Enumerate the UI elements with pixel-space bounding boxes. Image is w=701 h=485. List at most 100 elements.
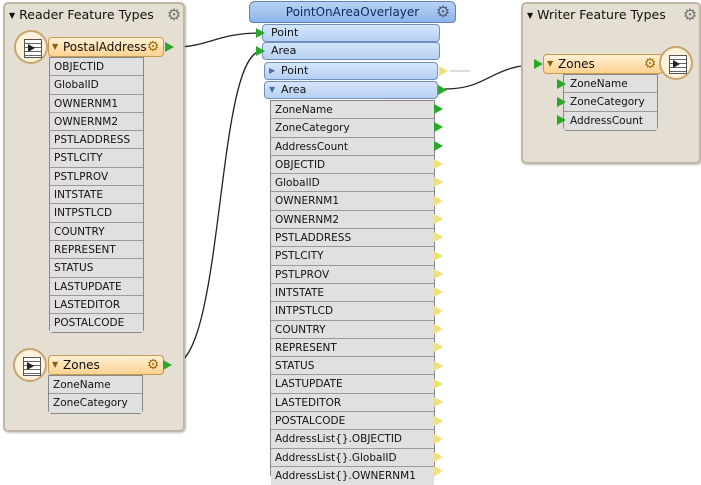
xf-port-postalcode[interactable] — [434, 416, 443, 426]
xf-port-zonename[interactable] — [434, 104, 443, 114]
xf-port-addresslist-ownernm1[interactable] — [434, 466, 443, 476]
zones-reader-output-port[interactable] — [163, 360, 172, 370]
input-port-point[interactable]: Point — [262, 24, 440, 42]
xf-port-country[interactable] — [434, 324, 443, 334]
attribute-represent[interactable]: REPRESENT — [50, 240, 143, 260]
xf-attr-addresslist-globalid[interactable]: AddressList{}.GlobalID — [271, 448, 434, 467]
zones-reader-table-icon[interactable] — [13, 348, 47, 382]
xf-attr-status[interactable]: STATUS — [271, 357, 434, 376]
input-point-connector[interactable] — [256, 28, 265, 38]
xf-attr-lasteditor[interactable]: LASTEDITOR — [271, 393, 434, 413]
writer-bookmark-title: Writer Feature Types — [527, 6, 666, 24]
xf-attr-zonename[interactable]: ZoneName — [271, 101, 434, 120]
expand-area-icon[interactable]: ▼ — [269, 85, 276, 94]
zones-writer-attribute-list: ZoneName ZoneCategory AddressCount — [563, 74, 658, 131]
xf-port-addresscount[interactable] — [434, 141, 443, 151]
attribute-intpstlcd[interactable]: INTPSTLCD — [50, 204, 143, 223]
transformer-gear-icon[interactable]: ⚙ — [435, 2, 451, 21]
xf-port-lastupdate[interactable] — [434, 379, 443, 389]
xf-attr-objectid[interactable]: OBJECTID — [271, 155, 434, 175]
xf-port-pstlcity[interactable] — [434, 251, 443, 261]
xf-attr-ownernm2[interactable]: OWNERNM2 — [271, 210, 434, 230]
xf-attr-addresslist-objectid[interactable]: AddressList{}.OBJECTID — [271, 430, 434, 449]
attribute-pstlprov[interactable]: PSTLPROV — [50, 167, 143, 187]
output-port-area[interactable]: ▼ Area — [264, 81, 438, 99]
attribute-lastupdate[interactable]: LASTUPDATE — [50, 277, 143, 296]
xf-port-addresslist-objectid[interactable] — [434, 434, 443, 444]
xf-attr-intpstlcd[interactable]: INTPSTLCD — [271, 302, 434, 321]
xf-port-represent[interactable] — [434, 342, 443, 352]
writer-zones-input-port[interactable] — [534, 59, 543, 69]
input-area-connector[interactable] — [256, 46, 265, 56]
xf-attr-lastupdate[interactable]: LASTUPDATE — [271, 375, 434, 394]
attribute-postalcode[interactable]: POSTALCODE — [50, 314, 143, 333]
writer-attribute-addresscount[interactable]: AddressCount — [564, 111, 657, 130]
attribute-lasteditor[interactable]: LASTEDITOR — [50, 295, 143, 315]
xf-port-objectid[interactable] — [434, 159, 443, 169]
attribute-zonename[interactable]: ZoneName — [49, 376, 142, 395]
zones-writer-header[interactable]: Zones ⚙ — [543, 54, 663, 74]
xf-attr-pstladdress[interactable]: PSTLADDRESS — [271, 229, 434, 248]
xf-attr-zonecategory[interactable]: ZoneCategory — [271, 119, 434, 138]
attribute-pstladdress[interactable]: PSTLADDRESS — [50, 131, 143, 150]
xf-port-globalid[interactable] — [434, 177, 443, 187]
zones-reader-header[interactable]: Zones ⚙ — [48, 355, 164, 375]
writer-attribute-zonecategory[interactable]: ZoneCategory — [564, 93, 657, 112]
xf-port-intstate[interactable] — [434, 287, 443, 297]
connection-zones-to-area — [171, 50, 263, 366]
input-port-point-label: Point — [271, 26, 299, 39]
writer-port-zonecategory[interactable] — [557, 97, 566, 107]
xf-attr-postalcode[interactable]: POSTALCODE — [271, 412, 434, 431]
output-port-point[interactable]: ▶ Point — [264, 62, 438, 80]
xf-attr-represent[interactable]: REPRESENT — [271, 338, 434, 358]
attribute-zonecategory[interactable]: ZoneCategory — [49, 394, 142, 413]
collapse-point-icon[interactable]: ▶ — [269, 66, 276, 75]
xf-attr-pstlcity[interactable]: PSTLCITY — [271, 247, 434, 266]
input-port-area[interactable]: Area — [262, 42, 440, 60]
writer-port-zonename[interactable] — [557, 79, 566, 89]
xf-port-pstladdress[interactable] — [434, 232, 443, 242]
writer-bookmark-gear-icon[interactable]: ⚙ — [682, 5, 698, 24]
xf-attr-intstate[interactable]: INTSTATE — [271, 283, 434, 303]
zones-writer-table-icon[interactable] — [659, 46, 693, 80]
xf-attr-country[interactable]: COUNTRY — [271, 320, 434, 339]
xf-attr-pstlprov[interactable]: PSTLPROV — [271, 265, 434, 284]
postal-reader-gear-icon[interactable]: ⚙ — [146, 39, 160, 55]
xf-port-status[interactable] — [434, 361, 443, 371]
xf-attr-addresscount[interactable]: AddressCount — [271, 137, 434, 156]
attribute-status[interactable]: STATUS — [50, 259, 143, 278]
output-point-connector[interactable] — [439, 66, 448, 76]
postal-address-output-port[interactable] — [165, 42, 174, 52]
zones-writer-gear-icon[interactable]: ⚙ — [643, 56, 657, 72]
xf-port-lasteditor[interactable] — [434, 397, 443, 407]
attribute-objectid[interactable]: OBJECTID — [50, 58, 143, 77]
transformer-header[interactable]: PointOnAreaOverlayer ⚙ — [249, 1, 456, 23]
xf-attr-globalid[interactable]: GlobalID — [271, 174, 434, 193]
attribute-globalid[interactable]: GlobalID — [50, 76, 143, 95]
xf-port-addresslist-globalid[interactable] — [434, 452, 443, 462]
postal-address-reader-header[interactable]: PostalAddress ⚙ — [48, 37, 164, 57]
attribute-intstate[interactable]: INTSTATE — [50, 186, 143, 205]
writer-attribute-zonename[interactable]: ZoneName — [564, 75, 657, 94]
zones-reader-gear-icon[interactable]: ⚙ — [146, 357, 160, 373]
attribute-ownernm2[interactable]: OWNERNM2 — [50, 112, 143, 132]
transformer-area-attribute-list: ZoneName ZoneCategory AddressCount OBJEC… — [270, 100, 435, 485]
attribute-pstlcity[interactable]: PSTLCITY — [50, 149, 143, 168]
output-area-connector[interactable] — [438, 85, 447, 95]
xf-port-intpstlcd[interactable] — [434, 306, 443, 316]
attribute-country[interactable]: COUNTRY — [50, 222, 143, 241]
postal-address-reader-name: PostalAddress — [63, 40, 147, 54]
xf-attr-ownernm1[interactable]: OWNERNM1 — [271, 192, 434, 211]
zones-writer-name: Zones — [558, 57, 595, 71]
reader-bookmark-gear-icon[interactable]: ⚙ — [166, 5, 182, 24]
zones-reader-attribute-list: ZoneName ZoneCategory — [48, 375, 143, 414]
postal-address-attribute-list: OBJECTID GlobalID OWNERNM1 OWNERNM2 PSTL… — [49, 57, 144, 334]
xf-port-ownernm1[interactable] — [434, 196, 443, 206]
input-port-area-label: Area — [271, 44, 297, 57]
postal-reader-table-icon[interactable] — [14, 30, 48, 64]
writer-port-addresscount[interactable] — [557, 115, 566, 125]
attribute-ownernm1[interactable]: OWNERNM1 — [50, 94, 143, 113]
xf-port-zonecategory[interactable] — [434, 122, 443, 132]
xf-port-ownernm2[interactable] — [434, 214, 443, 224]
xf-port-pstlprov[interactable] — [434, 269, 443, 279]
